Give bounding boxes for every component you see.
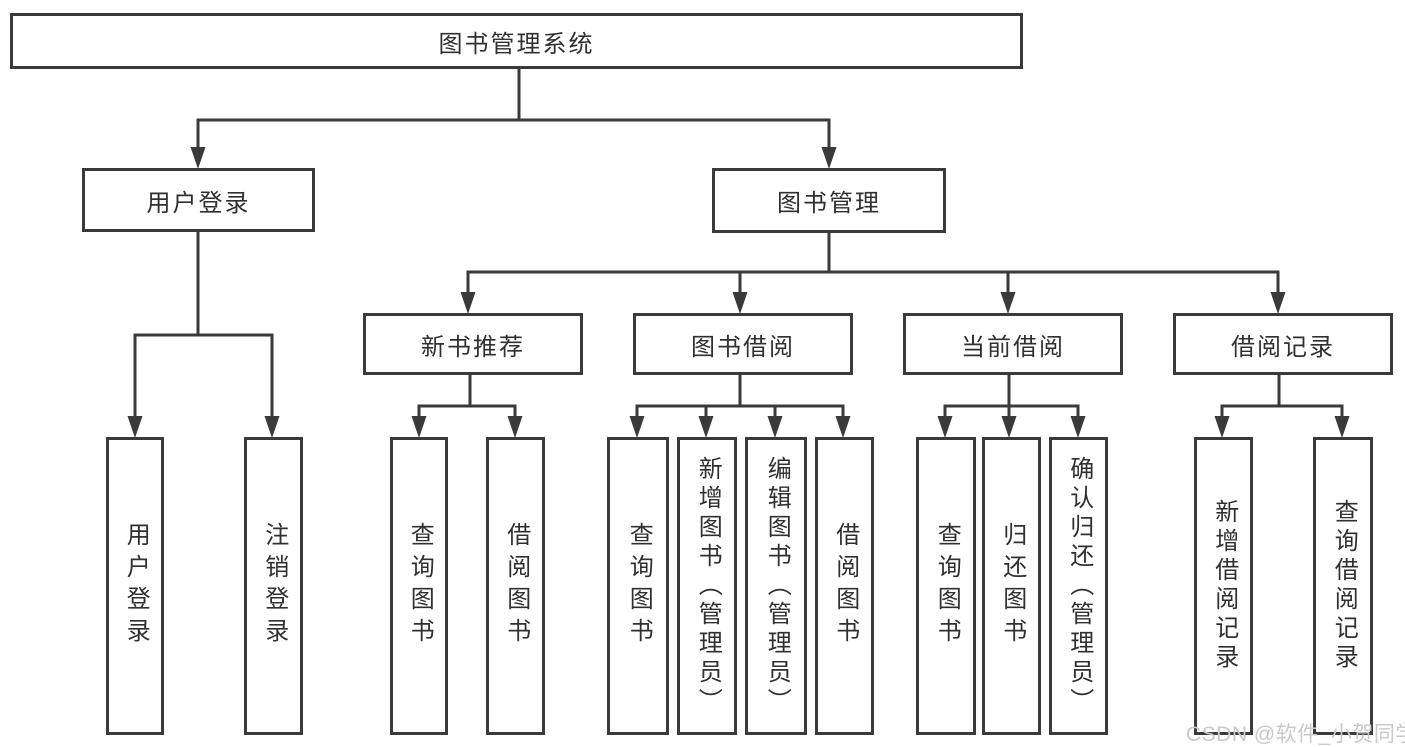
node-logout: 注销登录 xyxy=(244,437,303,735)
node-return-books: 归还图书 xyxy=(982,437,1041,735)
arrowhead xyxy=(1000,292,1016,314)
node-label: 查询图书 xyxy=(406,522,434,650)
arrowhead xyxy=(698,416,714,438)
node-query-books-current: 查询图书 xyxy=(916,437,976,735)
arrowhead xyxy=(937,416,953,438)
node-label: 借阅图书 xyxy=(831,522,859,650)
node-label: 图书借阅 xyxy=(691,333,795,361)
connector-root-to-level2 xyxy=(190,68,837,169)
node-add-borrow-record: 新增借阅记录 xyxy=(1194,437,1253,735)
arrowhead xyxy=(732,292,748,314)
arrowhead xyxy=(1270,292,1286,314)
arrowhead xyxy=(629,416,645,438)
node-label: 当前借阅 xyxy=(961,333,1065,361)
connector-login-to-children xyxy=(127,232,280,438)
node-label: 图书管理系统 xyxy=(438,30,595,58)
node-confirm-return-admin: 确认归还（管理员） xyxy=(1049,437,1108,735)
node-label: 查询图书 xyxy=(933,522,961,650)
node-borrow-books: 借阅图书 xyxy=(815,437,874,735)
arrowhead xyxy=(460,292,476,314)
arrowhead xyxy=(411,416,427,438)
arrowhead xyxy=(507,416,523,438)
connector-mgmt-to-sections xyxy=(460,233,1286,314)
connector-recommend-to-children xyxy=(411,375,523,438)
node-add-books-admin: 新增图书（管理员） xyxy=(677,437,737,735)
node-user-login-leaf: 用户登录 xyxy=(106,437,164,735)
node-library-management-system: 图书管理系统 xyxy=(10,13,1023,69)
node-label: 注销登录 xyxy=(260,522,288,650)
node-borrow-books-recommend: 借阅图书 xyxy=(486,437,545,735)
node-label: 新增借阅记录 xyxy=(1210,499,1238,673)
node-label: 新增图书（管理员） xyxy=(694,455,722,717)
node-user-login: 用户登录 xyxy=(82,168,315,232)
node-borrowing-records: 借阅记录 xyxy=(1173,313,1393,375)
csdn-watermark: CSDN @软件_小贺同学 xyxy=(1186,723,1405,746)
node-book-management: 图书管理 xyxy=(712,168,946,233)
node-label: 归还图书 xyxy=(998,522,1026,650)
node-label: 查询借阅记录 xyxy=(1330,499,1358,673)
arrowhead xyxy=(1001,416,1017,438)
node-book-borrowing: 图书借阅 xyxy=(633,313,853,375)
arrowhead xyxy=(1214,416,1230,438)
node-label: 用户登录 xyxy=(122,522,150,650)
node-new-book-recommend: 新书推荐 xyxy=(363,313,583,375)
node-edit-books-admin: 编辑图书（管理员） xyxy=(745,437,807,735)
arrowhead xyxy=(127,416,143,438)
arrowhead xyxy=(767,416,783,438)
arrowhead xyxy=(264,416,280,438)
node-current-borrowing: 当前借阅 xyxy=(903,313,1123,375)
node-label: 新书推荐 xyxy=(421,333,525,361)
node-query-books-recommend: 查询图书 xyxy=(390,437,448,735)
connector-borrow-to-children xyxy=(629,375,851,438)
arrowhead xyxy=(190,147,206,169)
node-label: 借阅图书 xyxy=(502,522,530,650)
node-label: 编辑图书（管理员） xyxy=(763,455,791,717)
node-query-borrow-record: 查询借阅记录 xyxy=(1313,437,1373,735)
arrowhead xyxy=(1070,416,1086,438)
node-query-books-borrow: 查询图书 xyxy=(607,437,669,735)
connector-records-to-children xyxy=(1214,375,1350,438)
connector-current-to-children xyxy=(937,375,1086,438)
arrowhead xyxy=(821,147,837,169)
node-label: 查询图书 xyxy=(625,522,653,650)
arrowhead xyxy=(1334,416,1350,438)
node-label: 确认归还（管理员） xyxy=(1065,455,1093,717)
node-label: 图书管理 xyxy=(777,190,881,217)
node-label: 借阅记录 xyxy=(1231,333,1335,361)
node-label: 用户登录 xyxy=(146,189,251,217)
arrowhead xyxy=(835,416,851,438)
